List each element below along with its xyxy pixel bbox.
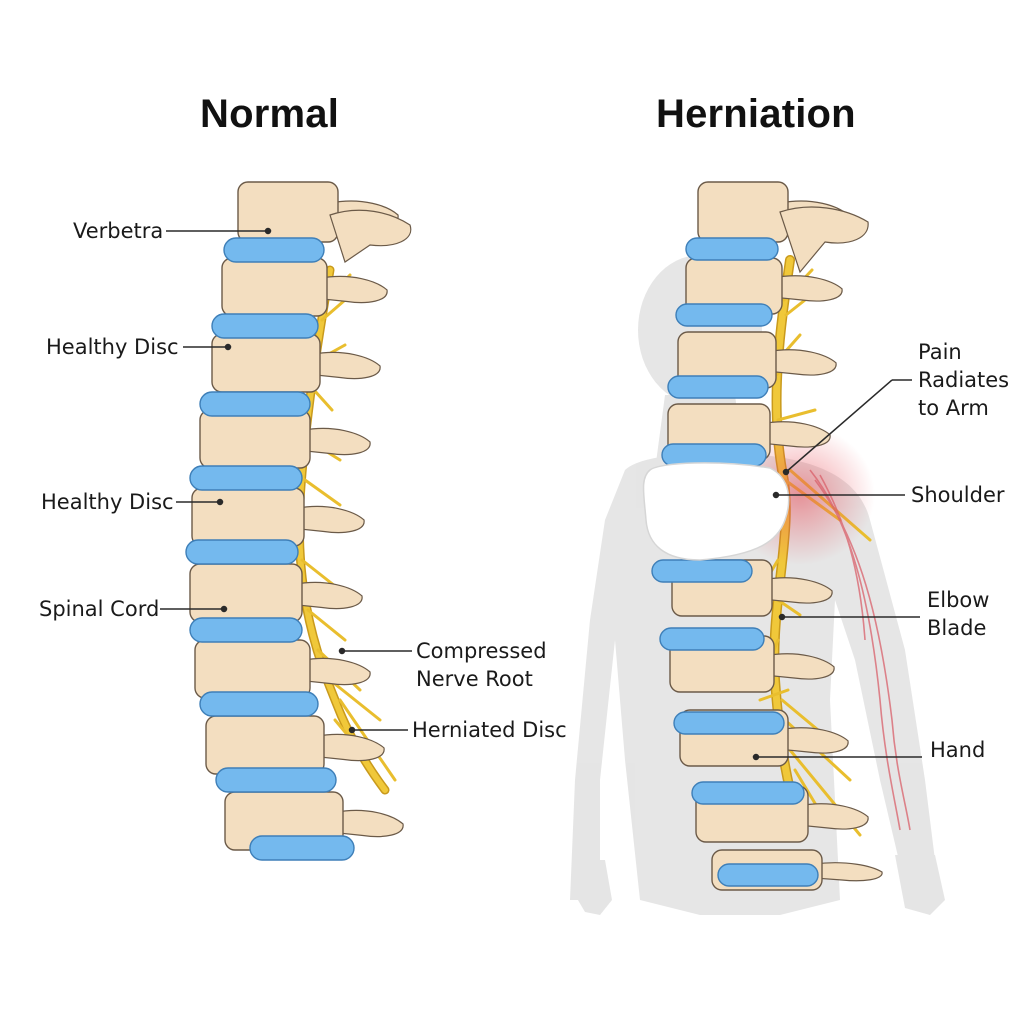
label-elbow-blade: Elbow Blade: [927, 586, 989, 642]
normal-vertebra-body: [190, 564, 302, 622]
normal-vertebra-body: [200, 410, 310, 468]
normal-vertebra-body: [212, 334, 320, 392]
label-pain-line-3: to Arm: [918, 394, 1009, 422]
herniation-disc: [718, 864, 818, 886]
normal-spinous-process: [302, 658, 370, 684]
herniation-disc: [674, 712, 784, 734]
herniation-spinous-process: [814, 863, 882, 881]
label-vertebra: Verbetra: [73, 217, 163, 245]
label-pain-line-1: Pain: [918, 338, 1009, 366]
normal-transverse-process: [330, 210, 411, 262]
label-compressed-nerve-root: Compressed Nerve Root: [416, 637, 547, 693]
normal-spinous-process: [316, 734, 384, 760]
normal-spinous-process: [319, 276, 387, 302]
label-compressed-line-2: Nerve Root: [416, 665, 547, 693]
label-compressed-line-1: Compressed: [416, 637, 547, 665]
normal-vertebra-body: [195, 640, 310, 698]
label-pain-radiates: Pain Radiates to Arm: [918, 338, 1009, 422]
normal-disc: [250, 836, 354, 860]
normal-spinous-process: [296, 506, 364, 532]
normal-disc: [200, 692, 318, 716]
normal-spine: [186, 182, 411, 860]
label-spinal-cord: Spinal Cord: [39, 595, 159, 623]
herniation-spinous-process: [780, 728, 848, 753]
herniation-vertebra-body: [698, 182, 788, 242]
label-shoulder: Shoulder: [911, 481, 1005, 509]
herniation-spinous-process: [774, 276, 842, 301]
normal-disc: [216, 768, 336, 792]
normal-vertebra-body: [238, 182, 338, 242]
normal-vertebra-body: [222, 258, 327, 316]
normal-disc: [212, 314, 318, 338]
normal-spinous-process: [294, 582, 362, 608]
herniation-disc: [676, 304, 772, 326]
herniation-disc: [660, 628, 764, 650]
label-healthy-disc-2: Healthy Disc: [41, 488, 174, 516]
normal-disc: [190, 466, 302, 490]
label-healthy-disc-1: Healthy Disc: [46, 333, 179, 361]
herniation-spinous-process: [768, 350, 836, 375]
normal-spinous-process: [302, 428, 370, 454]
label-elbow-line-1: Elbow: [927, 586, 989, 614]
title-normal: Normal: [200, 92, 339, 137]
normal-disc: [200, 392, 310, 416]
herniation-disc: [686, 238, 778, 260]
herniation-disc: [692, 782, 804, 804]
label-elbow-line-2: Blade: [927, 614, 989, 642]
normal-vertebra-body: [206, 716, 324, 774]
normal-spinous-process: [335, 810, 403, 836]
herniation-spinous-process: [800, 804, 868, 829]
herniation-disc: [652, 560, 752, 582]
label-pain-line-2: Radiates: [918, 366, 1009, 394]
normal-disc: [186, 540, 298, 564]
title-herniation: Herniation: [656, 92, 856, 137]
herniation-disc: [668, 376, 768, 398]
label-herniated-disc: Herniated Disc: [412, 716, 567, 744]
label-hand: Hand: [930, 736, 985, 764]
normal-vertebra-body: [192, 488, 304, 546]
normal-disc: [190, 618, 302, 642]
normal-disc: [224, 238, 324, 262]
normal-spinous-process: [312, 352, 380, 378]
